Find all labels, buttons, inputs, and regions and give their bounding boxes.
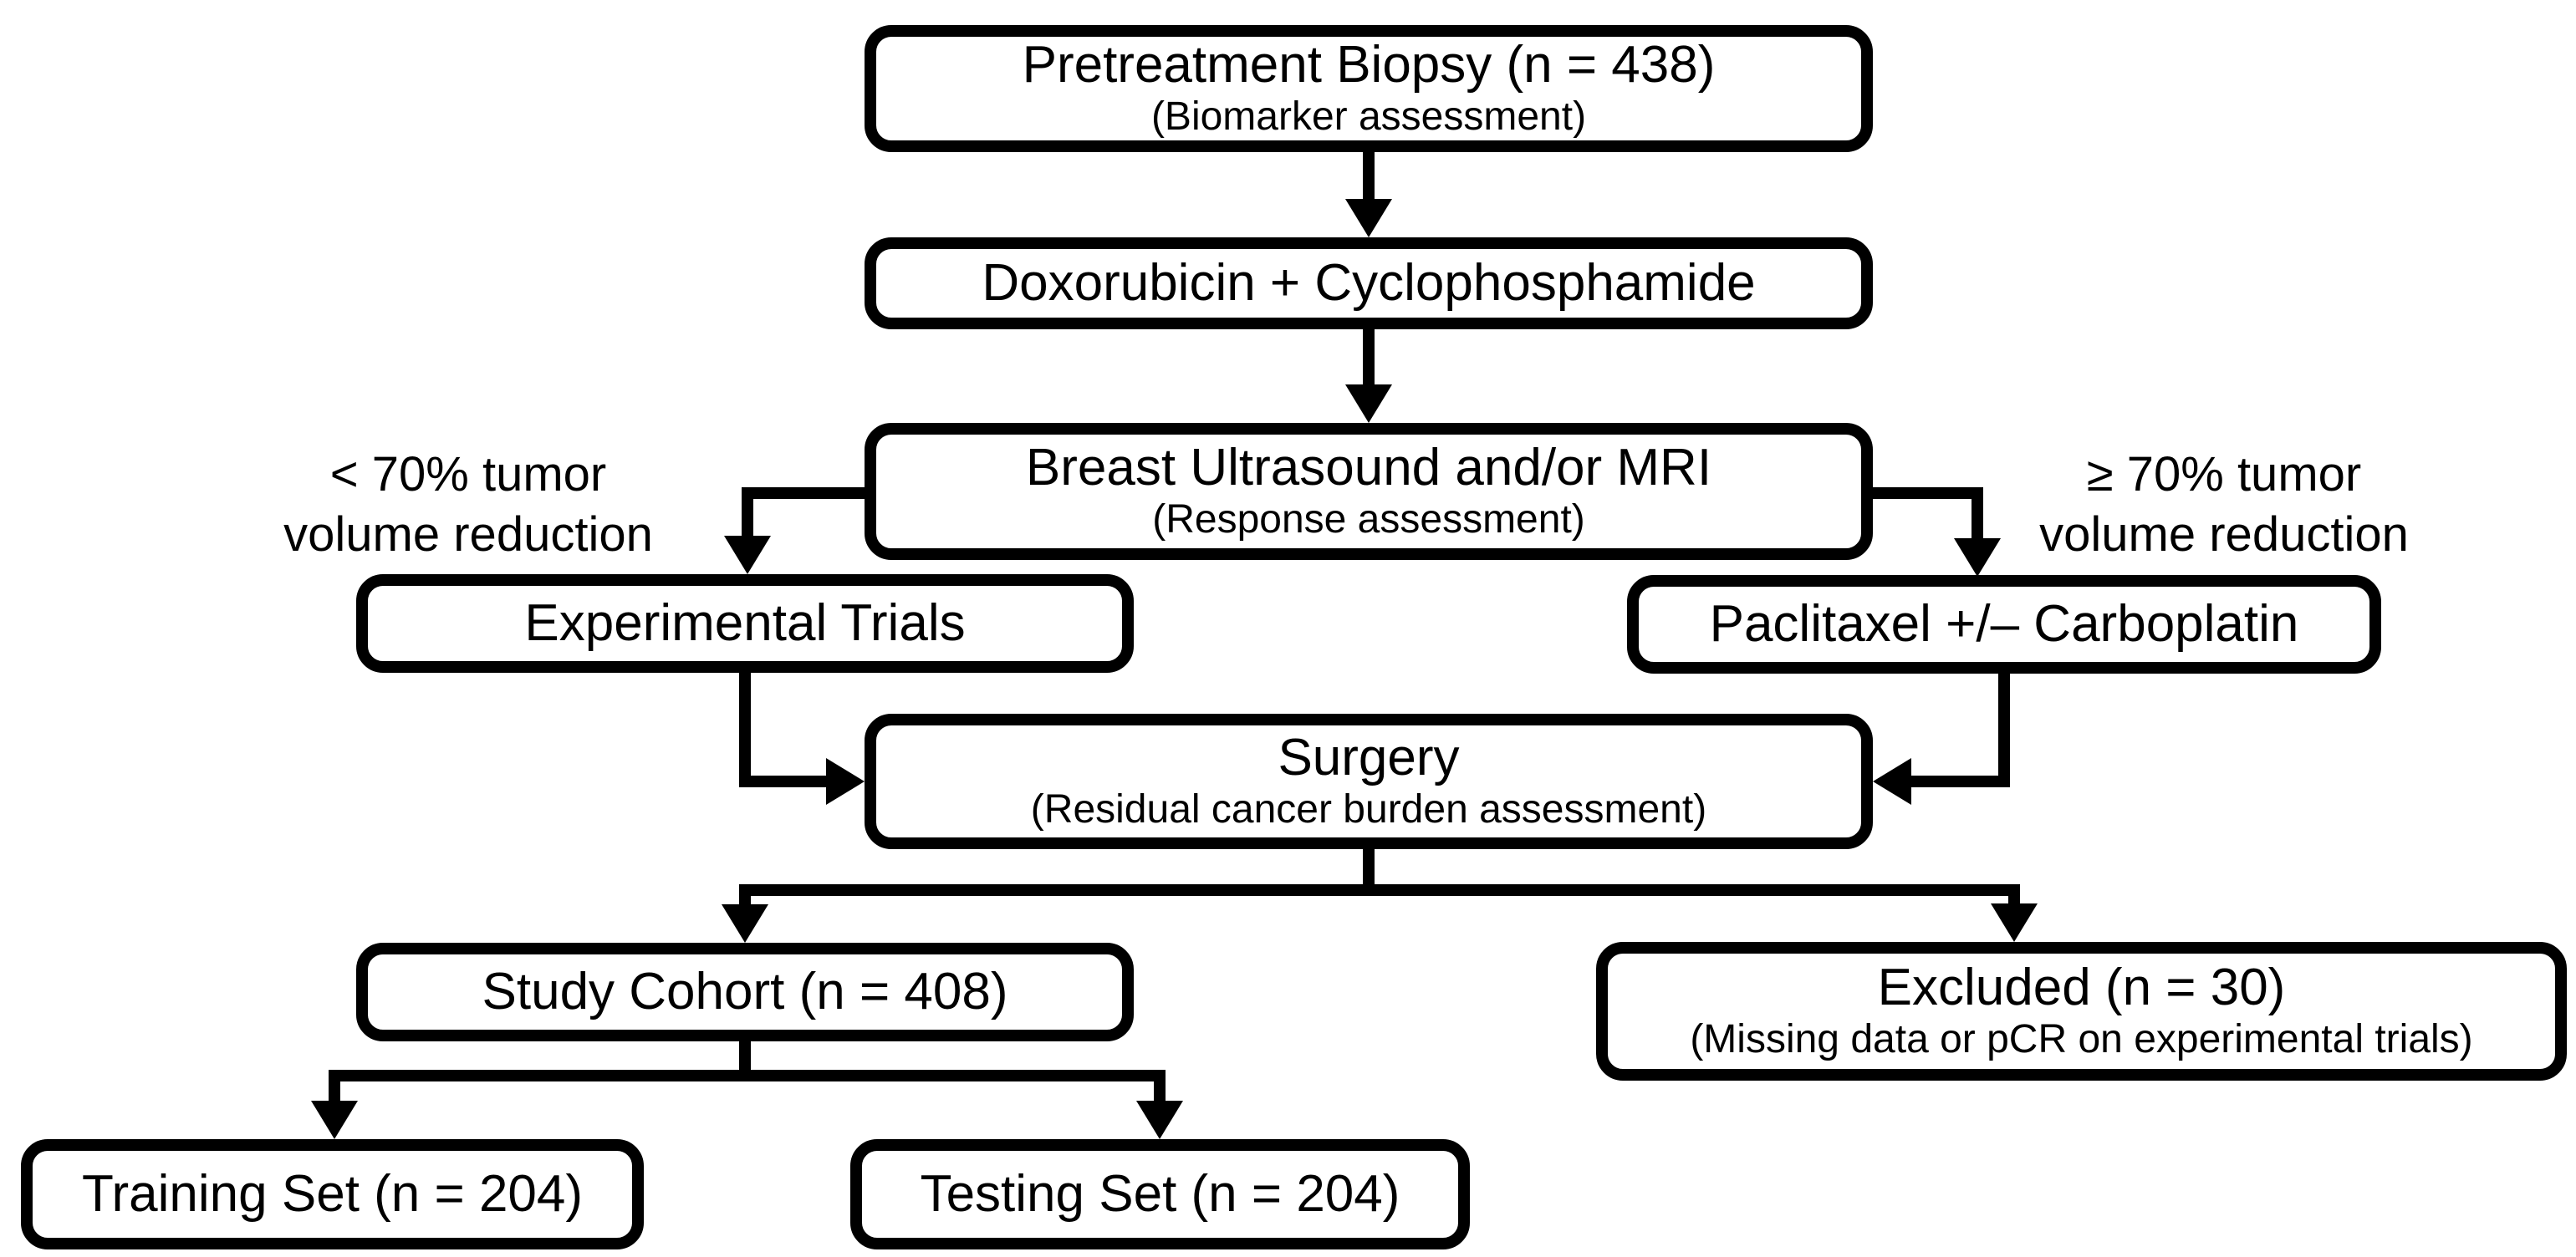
node-study-cohort: Study Cohort (n = 408) (356, 943, 1134, 1041)
excluded-subtitle: (Missing data or pCR on experimental tri… (1690, 1017, 2473, 1061)
arrow-chemo-to-imaging-shaft (1363, 328, 1375, 388)
node-training-set: Training Set (n = 204) (21, 1139, 644, 1249)
arrow-pretreatment-to-chemo-head-icon (1345, 199, 1392, 237)
node-experimental-trials: Experimental Trials (356, 574, 1134, 673)
arrow-imaging-to-paclitaxel-hline (1873, 487, 1983, 499)
arrow-surgery-to-excluded-head-icon (1991, 903, 2038, 942)
node-doxorubicin-cyclophosphamide: Doxorubicin + Cyclophosphamide (865, 237, 1873, 329)
arrow-paclitaxel-to-surgery-head-icon (1873, 758, 1911, 805)
node-breast-ultrasound-mri: Breast Ultrasound and/or MRI (Response a… (865, 423, 1873, 560)
arrow-imaging-to-paclitaxel-vline (1972, 487, 1983, 540)
experimental-trials-title: Experimental Trials (524, 594, 966, 652)
arrow-imaging-to-experimental-vline (742, 487, 753, 540)
label-less-than-70-percent-reduction: < 70% tumor volume reduction (167, 445, 769, 565)
surgery-split-stem (1363, 847, 1375, 891)
cohort-split-stem (739, 1040, 751, 1076)
label-greater-equal-70-line2: volume reduction (2039, 507, 2409, 562)
excluded-title: Excluded (n = 30) (1877, 959, 2286, 1016)
node-excluded: Excluded (n = 30) (Missing data or pCR o… (1596, 942, 2567, 1081)
node-pretreatment-biopsy: Pretreatment Biopsy (n = 438) (Biomarker… (865, 25, 1873, 152)
arrow-cohort-to-testing-vline (1154, 1070, 1166, 1103)
arrow-surgery-to-cohort-vline (739, 884, 751, 909)
doxorubicin-cyclophosphamide-title: Doxorubicin + Cyclophosphamide (982, 254, 1756, 312)
cohort-split-crossbar (329, 1070, 1165, 1081)
label-less-than-70-line2: volume reduction (283, 507, 653, 562)
arrow-pretreatment-to-chemo-shaft (1363, 150, 1375, 202)
node-testing-set: Testing Set (n = 204) (850, 1139, 1470, 1249)
paclitaxel-carboplatin-title: Paclitaxel +/– Carboplatin (1709, 595, 2299, 653)
arrow-cohort-to-testing-head-icon (1136, 1101, 1183, 1139)
arrow-experimental-to-surgery-vline (739, 671, 751, 787)
arrow-experimental-to-surgery-head-icon (826, 758, 865, 805)
breast-ultrasound-mri-title: Breast Ultrasound and/or MRI (1025, 439, 1712, 496)
arrow-paclitaxel-to-surgery-hline (1910, 776, 2010, 787)
surgery-split-crossbar (739, 884, 2020, 896)
label-greater-equal-70-percent-reduction: ≥ 70% tumor volume reduction (1923, 445, 2525, 565)
arrow-cohort-to-training-head-icon (311, 1101, 358, 1139)
arrow-surgery-to-cohort-head-icon (722, 904, 768, 943)
node-surgery: Surgery (Residual cancer burden assessme… (865, 714, 1873, 849)
breast-ultrasound-mri-subtitle: (Response assessment) (1152, 497, 1585, 542)
study-cohort-title: Study Cohort (n = 408) (482, 963, 1008, 1020)
pretreatment-biopsy-subtitle: (Biomarker assessment) (1150, 94, 1587, 139)
arrow-cohort-to-training-vline (329, 1070, 340, 1103)
arrow-imaging-to-experimental-head-icon (724, 536, 771, 574)
arrow-imaging-to-paclitaxel-head-icon (1954, 538, 2001, 577)
arrow-chemo-to-imaging-head-icon (1345, 384, 1392, 423)
training-set-title: Training Set (n = 204) (81, 1165, 584, 1223)
pretreatment-biopsy-title: Pretreatment Biopsy (n = 438) (1022, 36, 1716, 94)
arrow-surgery-to-excluded-vline (2008, 884, 2020, 909)
arrow-imaging-to-experimental-hline (747, 487, 865, 499)
surgery-subtitle: (Residual cancer burden assessment) (1030, 787, 1707, 832)
arrow-experimental-to-surgery-hline (739, 776, 826, 787)
testing-set-title: Testing Set (n = 204) (920, 1165, 1400, 1223)
arrow-paclitaxel-to-surgery-vline (1998, 672, 2010, 787)
label-greater-equal-70-line1: ≥ 70% tumor (2086, 447, 2362, 501)
node-paclitaxel-carboplatin: Paclitaxel +/– Carboplatin (1627, 575, 2381, 674)
label-less-than-70-line1: < 70% tumor (329, 447, 607, 501)
surgery-title: Surgery (1278, 729, 1460, 786)
